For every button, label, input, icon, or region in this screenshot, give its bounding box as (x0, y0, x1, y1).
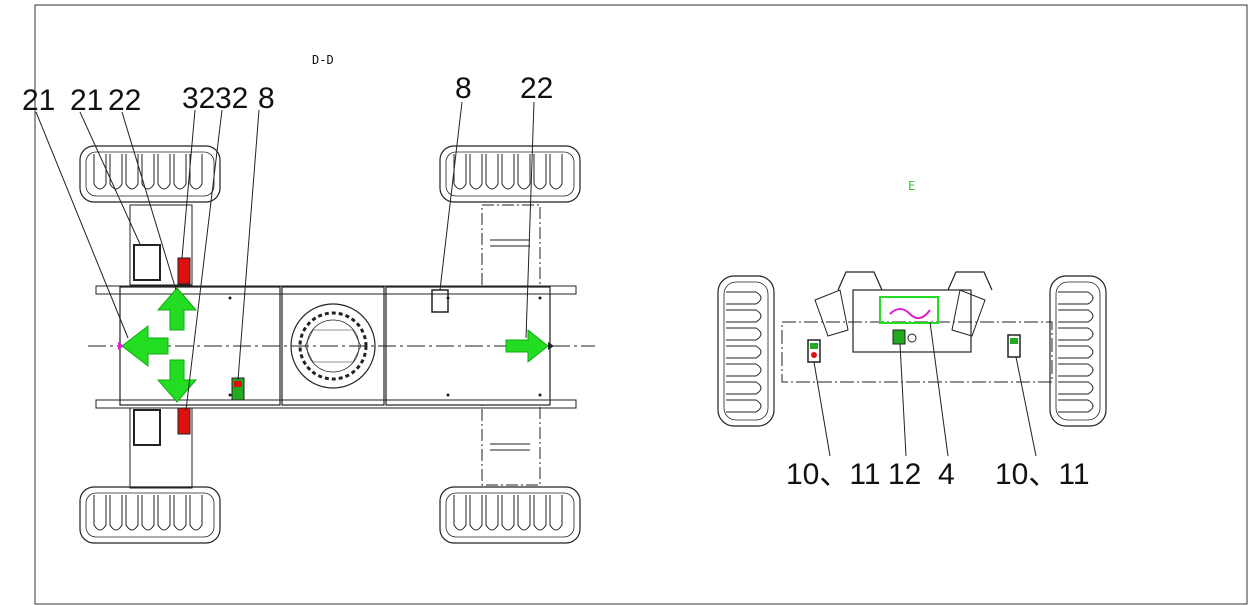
tire-front-left (439, 145, 581, 203)
section-view-d-d: D-D 21 21 22 32 32 8 8 22 (22, 53, 595, 544)
tire-rear-right (79, 486, 221, 544)
callout-22-a: 22 (108, 84, 141, 117)
section-label: D-D (312, 53, 334, 67)
direction-arrow-down (156, 359, 198, 403)
tire-front-view-right (1049, 275, 1107, 427)
decal-10-11-right (1007, 334, 1021, 358)
callout-12: 12 (888, 458, 921, 491)
callout-21-b: 21 (70, 84, 103, 117)
decal-front (431, 289, 449, 313)
callout-10-11-a: 10、11 (786, 458, 881, 491)
callout-32-a: 32 (182, 82, 215, 115)
view-e-front: E 10、11 12 4 10、11 (717, 179, 1107, 491)
sheet-border (34, 4, 1248, 605)
decal-12 (892, 329, 906, 345)
callout-21-a: 21 (22, 84, 55, 117)
tire-front-view-left (717, 275, 775, 427)
direction-arrow-up (156, 287, 198, 331)
view-label-e: E (908, 179, 915, 193)
direction-arrow-right (505, 328, 549, 364)
slewing-ring (290, 303, 376, 389)
callout-8-b: 8 (455, 72, 472, 105)
tire-front-right (439, 486, 581, 544)
callout-8-a: 8 (258, 82, 275, 115)
tire-rear-left (79, 145, 221, 203)
callout-4: 4 (938, 458, 955, 491)
callout-32-b: 32 (215, 82, 248, 115)
direction-arrow-left (121, 324, 169, 368)
callout-22-b: 22 (520, 72, 553, 105)
callout-10-11-b: 10、11 (995, 458, 1090, 491)
chassis-plate-mid (281, 286, 385, 406)
